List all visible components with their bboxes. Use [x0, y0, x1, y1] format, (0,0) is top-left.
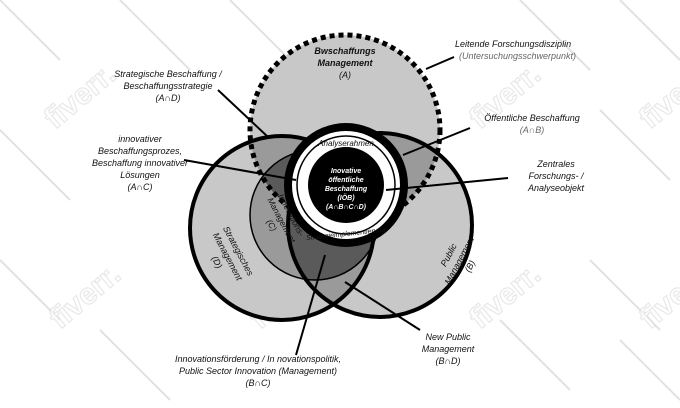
core-line-5: (A∩B∩C∩D): [326, 204, 367, 211]
watermark-2: fiverr.: [43, 258, 127, 336]
callout-innovativer-4: Lösungen: [120, 170, 160, 180]
set-b-code: (B): [463, 259, 477, 274]
set-a-code: (A): [339, 70, 351, 80]
callout-leitende-sub: (Untersuchungsschwerpunkt): [459, 51, 576, 61]
watermark-8: fiverr.: [633, 258, 680, 336]
circle-b-outline: [286, 131, 474, 319]
callout-strategische-1: Strategische Beschaffung /: [114, 69, 223, 79]
callout-innovativer-code: (A∩C): [128, 182, 153, 192]
set-c-code: (C): [265, 218, 279, 233]
leader-strategische: [217, 89, 269, 138]
callout-zentrales-1: Zentrales: [536, 159, 575, 169]
set-a-title-2: Management: [317, 58, 373, 68]
callout-innovativer-3: Beschaffung innovativer: [92, 158, 189, 168]
core-line-2: öffentliche: [328, 177, 363, 184]
callout-innovativer-2: Beschaffungsprozes,: [98, 146, 182, 156]
watermark-5: fiverr.: [463, 58, 547, 136]
watermark-6: fiverr.: [463, 258, 547, 336]
callout-newpublic-1: New Public: [425, 332, 471, 342]
leader-oeffentlich: [402, 127, 471, 156]
callout-strategische-code: (A∩D): [156, 93, 181, 103]
ring-label-top: Analyserahmen: [317, 139, 374, 148]
core-line-3: Beschaffung: [325, 186, 368, 193]
callout-leitende-title: Leitende Forschungsdisziplin: [455, 39, 571, 49]
set-a-title-1: Bwschaffungs: [314, 46, 375, 56]
callout-oeffentlich-title: Öffentliche Beschaffung: [484, 113, 580, 123]
callout-oeffentlich-sub: (A∩B): [520, 125, 544, 135]
analysis-ring-inner: [296, 135, 396, 235]
callout-innovationsfoerderung-2: Public Sector Innovation (Management): [179, 366, 337, 376]
leader-newpublic: [344, 281, 421, 331]
callout-lines: [183, 56, 509, 356]
core-line-1: Inovative: [331, 168, 361, 175]
leader-leitende: [425, 56, 455, 70]
callout-strategische-2: Beschaffungsstrategie: [123, 81, 212, 91]
callout-zentrales-2: Forschungs- /: [528, 171, 585, 181]
watermark-1: fiverr.: [38, 58, 122, 136]
callout-newpublic-2: Management: [422, 344, 475, 354]
callout-innovationsfoerderung-1: Innovationsförderung / In novationspolit…: [175, 354, 341, 364]
core-circle: [308, 147, 384, 223]
callout-innovationsfoerderung-code: (B∩C): [246, 378, 271, 388]
core-line-4: (IÖB): [337, 193, 355, 202]
leader-zentrales: [385, 177, 509, 191]
callout-newpublic-code: (B∩D): [436, 356, 461, 366]
callout-zentrales-3: Analyseobjekt: [527, 183, 585, 193]
leader-innovationsfoerderung: [295, 254, 326, 356]
leader-innovativer: [183, 159, 297, 181]
callout-innovativer-1: innovativer: [118, 134, 163, 144]
watermark-7: fiverr.: [633, 58, 680, 136]
